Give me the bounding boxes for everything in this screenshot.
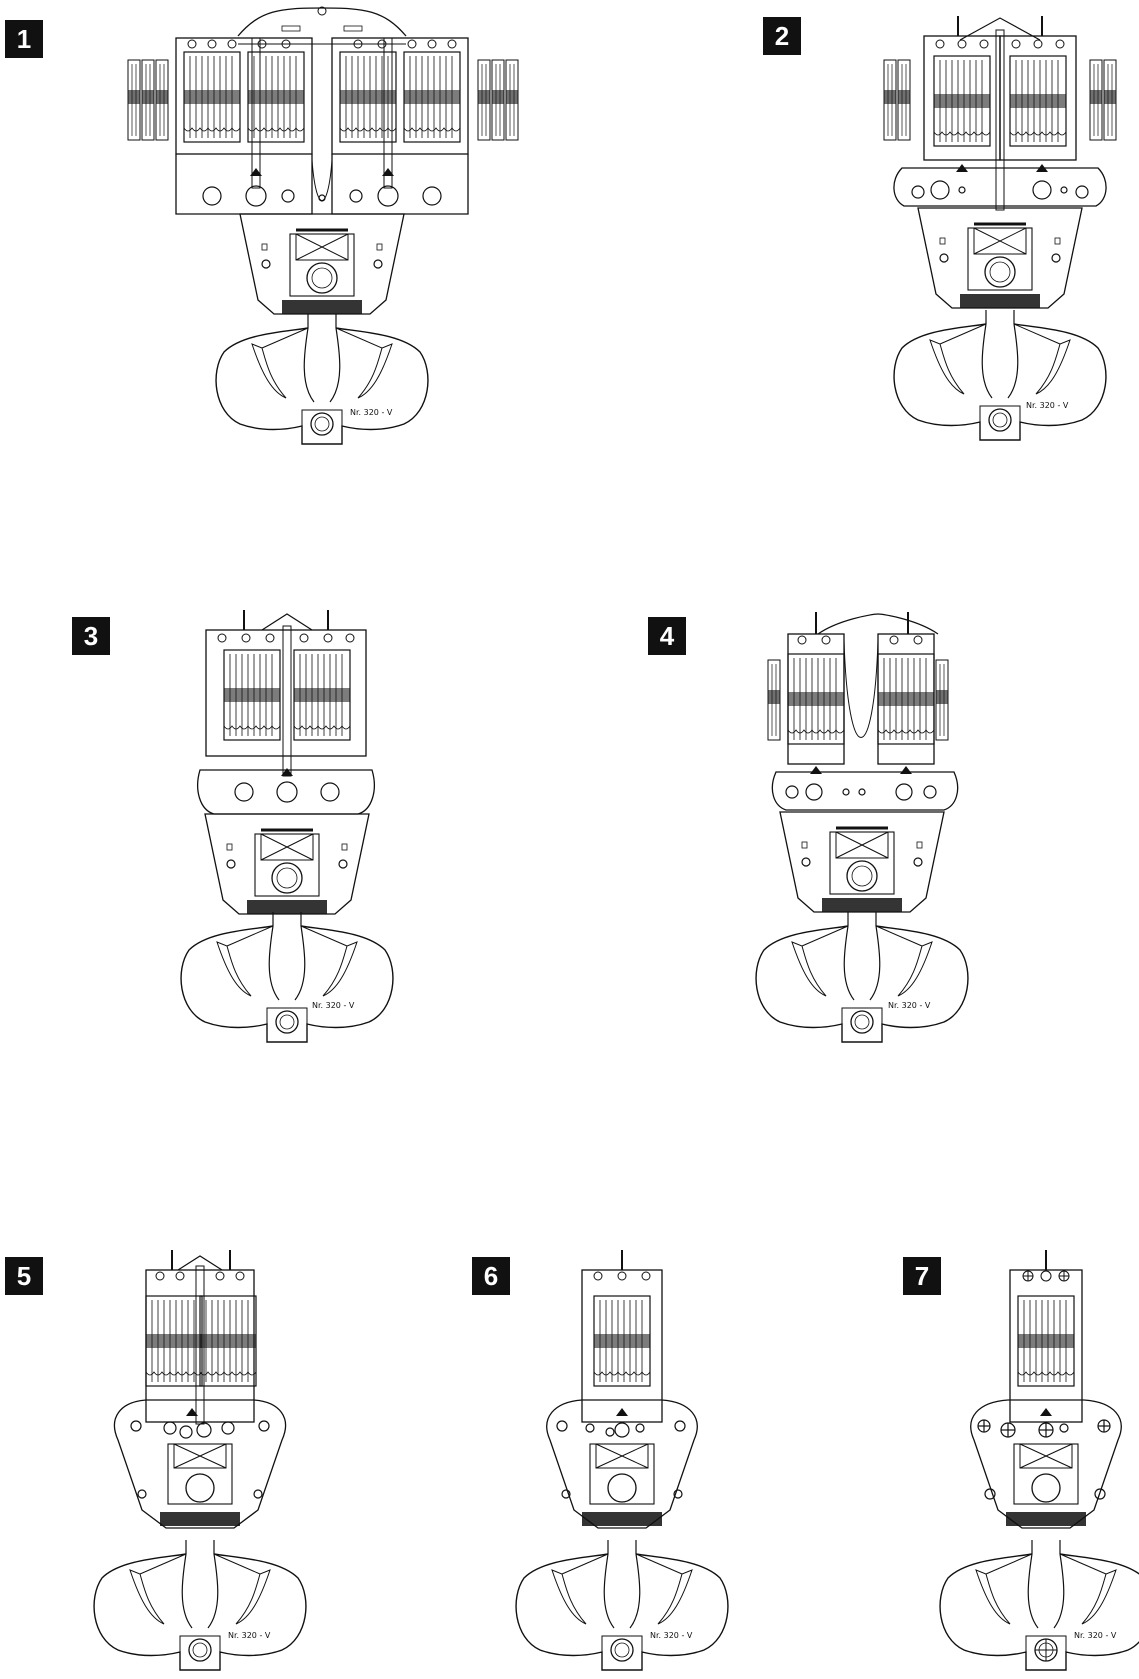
diagram-number-badge: 6 [472, 1257, 510, 1295]
diagram-2: Nr. 320 - V [883, 16, 1117, 441]
diagram-5: Nr. 320 - V [93, 1250, 307, 1671]
diagram-number-badge: 3 [72, 617, 110, 655]
hook-label: Nr. 320 - V [312, 1001, 355, 1010]
hook-label: Nr. 320 - V [1074, 1631, 1117, 1640]
diagram-number-badge: 5 [5, 1257, 43, 1295]
diagram-1: Nr. 320 - V [127, 6, 519, 445]
diagram-6: Nr. 320 - V [515, 1250, 729, 1671]
diagram-7: Nr. 320 - V [939, 1250, 1139, 1671]
hook-label: Nr. 320 - V [228, 1631, 271, 1640]
diagram-number-badge: 4 [648, 617, 686, 655]
diagram-number-badge: 1 [5, 20, 43, 58]
diagram-4: Nr. 320 - V [755, 612, 969, 1043]
hook-label: Nr. 320 - V [888, 1001, 931, 1010]
diagram-3: Nr. 320 - V [180, 610, 394, 1043]
hook-label: Nr. 320 - V [350, 408, 393, 417]
hook-label: Nr. 320 - V [650, 1631, 693, 1640]
hook-label: Nr. 320 - V [1026, 401, 1069, 410]
diagram-number-badge: 2 [763, 17, 801, 55]
diagram-number-badge: 7 [903, 1257, 941, 1295]
